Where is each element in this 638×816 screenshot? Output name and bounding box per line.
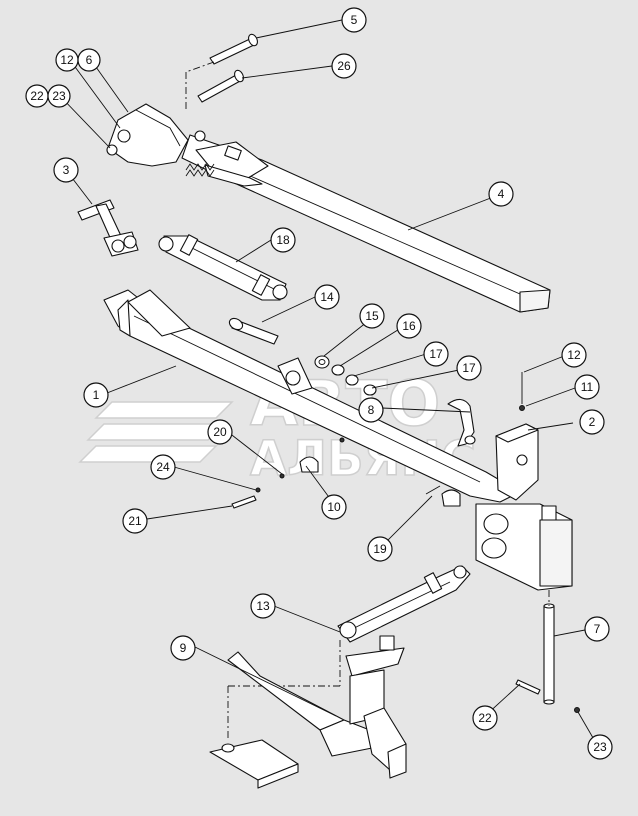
callout-23: 23 [47,84,71,108]
svg-text:22: 22 [478,711,492,725]
callout-18: 18 [270,227,296,253]
part-10-clip [299,456,319,473]
callout-22: 22 [25,84,49,108]
callout-24: 24 [150,454,176,480]
watermark-logo [78,401,234,463]
callout-17a: 17 [423,341,449,367]
axis-line [185,61,215,73]
washer-15 [314,355,330,369]
nut-11 [519,405,525,411]
nut-small [339,437,345,443]
svg-text:5: 5 [351,13,358,27]
svg-text:9: 9 [180,641,187,655]
leader-lines [59,19,597,744]
pin-5 [209,33,258,65]
callout-26: 26 [331,53,357,79]
svg-text:19: 19 [373,542,387,556]
part-6-head-casting [106,103,189,167]
callout-1: 1 [83,382,109,408]
svg-text:2: 2 [589,415,596,429]
svg-text:26: 26 [337,59,351,73]
svg-text:14: 14 [320,290,334,304]
nut-20 [279,473,285,479]
nut-23 [574,707,580,713]
callout-8: 8 [358,397,384,423]
svg-text:1: 1 [93,388,100,402]
svg-text:8: 8 [368,403,375,417]
callout-21: 21 [122,508,148,534]
nut-24 [255,487,261,493]
bolt-21 [231,495,257,509]
spring [185,163,215,177]
svg-text:16: 16 [402,319,416,333]
callout-22b: 22 [472,705,498,731]
callout-12: 12 [55,48,79,72]
svg-text:3: 3 [63,163,70,177]
part-9-mounting-frame [209,635,407,789]
pin-22 [515,679,541,695]
callout-6: 6 [77,48,101,72]
callout-2: 2 [579,409,605,435]
part-18-hydraulic-cylinder [158,234,288,301]
pin-14 [228,317,279,345]
callout-11: 11 [574,374,600,400]
boom-pivot-housing [475,503,573,591]
part-13-hydraulic-cylinder [337,565,471,643]
part-4-upper-arm [181,130,551,313]
callout-10: 10 [321,494,347,520]
svg-text:12: 12 [567,348,581,362]
callout-7: 7 [584,616,610,642]
callout-16: 16 [396,313,422,339]
callout-20: 20 [207,419,233,445]
svg-text:20: 20 [213,425,227,439]
pin-26 [197,69,244,103]
callout-12b: 12 [561,342,587,368]
part-19-clip [441,489,461,507]
svg-text:22: 22 [30,89,44,103]
callout-13: 13 [250,593,276,619]
svg-text:10: 10 [327,500,341,514]
svg-text:6: 6 [86,53,93,67]
callout-3: 3 [53,157,79,183]
svg-text:23: 23 [593,740,607,754]
part-8-hook [447,398,476,447]
callout-4: 4 [488,181,514,207]
svg-text:15: 15 [365,309,379,323]
pin-7 [543,603,555,705]
svg-text:13: 13 [256,599,270,613]
svg-text:18: 18 [276,233,290,247]
nut-17a [345,374,359,386]
callout-14: 14 [314,284,340,310]
callout-15: 15 [359,303,385,329]
svg-text:23: 23 [52,89,66,103]
svg-text:17: 17 [462,361,476,375]
pin-19 [425,485,441,495]
callout-17b: 17 [456,355,482,381]
svg-text:21: 21 [128,514,142,528]
svg-text:4: 4 [498,187,505,201]
nut-17b [363,384,377,396]
callout-23b: 23 [587,734,613,760]
svg-text:17: 17 [429,347,443,361]
part-3-swivel-link [77,199,139,257]
callout-5: 5 [341,7,367,33]
nut-16 [331,364,345,376]
part-2-bracket [495,423,539,501]
svg-text:11: 11 [581,380,594,394]
callout-9: 9 [170,635,196,661]
part-1-main-boom [103,289,521,503]
svg-text:7: 7 [594,622,601,636]
svg-text:24: 24 [156,460,170,474]
callout-19: 19 [367,536,393,562]
svg-text:12: 12 [60,53,74,67]
